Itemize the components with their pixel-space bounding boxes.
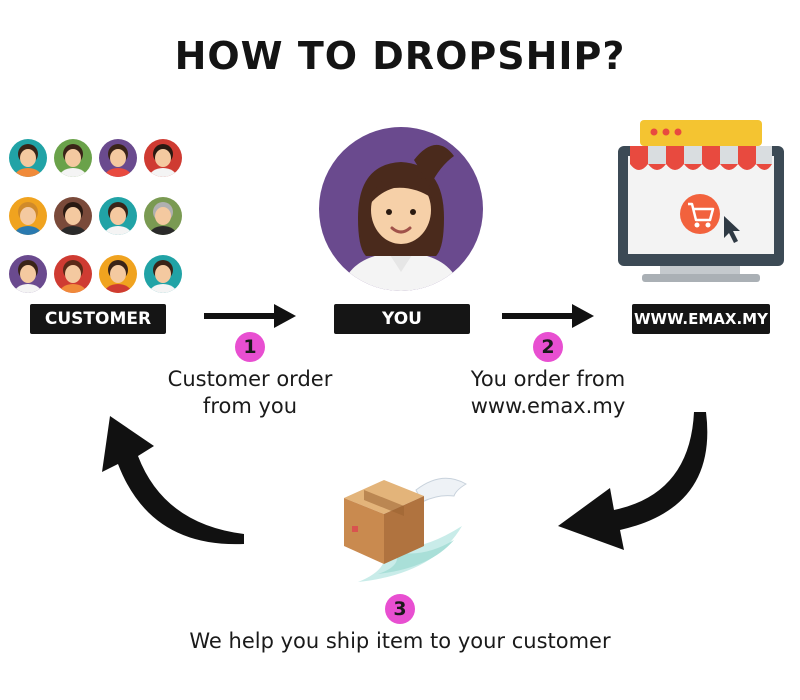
customer-avatar <box>9 139 47 177</box>
customer-avatar <box>99 197 137 235</box>
customer-avatar <box>99 255 137 293</box>
page-title: HOW TO DROPSHIP? <box>174 34 626 78</box>
customer-avatar <box>54 255 92 293</box>
step-3-badge: 3 <box>385 594 415 624</box>
website-label: WWW.EMAX.MY <box>632 304 770 334</box>
step-2-line-1: You order from <box>470 367 626 391</box>
you-label: YOU <box>334 304 470 334</box>
customer-avatar <box>54 139 92 177</box>
flying-box-icon <box>344 477 467 582</box>
customer-avatar <box>144 197 182 235</box>
step-3-text: We help you ship item to your customer <box>189 629 611 653</box>
step-1-badge: 1 <box>235 332 265 362</box>
arrow-right-icon <box>204 304 296 328</box>
step-1-line-2: from you <box>202 394 298 418</box>
step-1-text: Customer order from you <box>150 366 350 420</box>
user-avatar-icon <box>319 127 483 291</box>
customer-label: CUSTOMER <box>30 304 166 334</box>
customer-avatar <box>144 139 182 177</box>
customer-avatar <box>99 139 137 177</box>
arrow-right-icon <box>502 304 594 328</box>
step-2-badge: 2 <box>533 332 563 362</box>
step-2-line-2: www.emax.my <box>470 394 626 418</box>
customer-avatar <box>9 197 47 235</box>
step-1-line-1: Customer order <box>167 367 333 391</box>
online-store-icon <box>618 120 784 282</box>
curved-arrow-icon <box>102 416 244 545</box>
step-2-text: You order from www.emax.my <box>448 366 648 420</box>
customer-avatars-icon <box>9 139 182 293</box>
curved-arrow-icon <box>558 412 708 550</box>
customer-avatar <box>54 197 92 235</box>
customer-avatar <box>9 255 47 293</box>
customer-avatar <box>144 255 182 293</box>
